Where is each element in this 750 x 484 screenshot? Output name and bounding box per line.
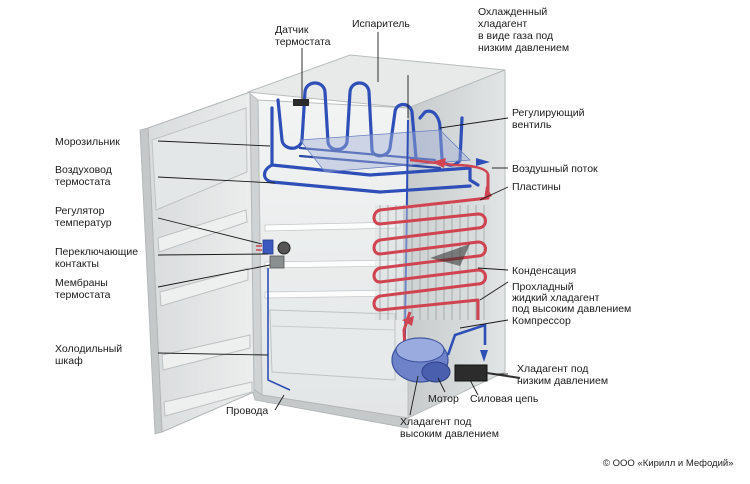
label-power-circuit: Силовая цепь	[470, 393, 539, 405]
label-fridge-cabinet: Холодильный шкаф	[55, 343, 125, 367]
door-freezer-section	[151, 107, 248, 211]
shelf-1	[264, 221, 401, 232]
fridge-door	[139, 91, 255, 435]
label-plates: Пластины	[512, 181, 561, 193]
copyright-credit: © ООО «Кирилл и Мефодий»	[603, 458, 733, 469]
door-shelf-3	[161, 334, 251, 371]
condenser-tube	[372, 173, 490, 312]
label-wires: Провода	[226, 405, 268, 417]
label-temperature-regulator: Регулятор температур	[55, 205, 112, 229]
label-cool-liquid-refrigerant: Прохладный жидкий хладагент под высоким …	[512, 281, 631, 315]
door-edge	[139, 127, 163, 435]
crisper-drawer	[269, 309, 396, 381]
label-airflow: Воздушный поток	[512, 163, 598, 175]
evaporator-coils	[262, 81, 480, 194]
label-condensation: Конденсация	[512, 265, 576, 277]
label-compressor: Компрессор	[512, 315, 571, 327]
shelf-3	[264, 289, 401, 299]
leader-lines	[157, 32, 509, 416]
door-shelf-1	[157, 209, 248, 253]
door-shelf-2	[159, 267, 249, 307]
airflow-arrows	[402, 158, 492, 362]
label-thermostat-sensor: Датчик термостата	[275, 24, 331, 48]
label-cooled-refrigerant: Охлажденный хладагент в виде газа под ни…	[478, 6, 569, 54]
label-motor: Мотор	[428, 393, 459, 405]
thermostat-control	[256, 239, 291, 391]
suction-line	[446, 323, 487, 356]
compressor	[391, 337, 521, 383]
label-low-pressure-refrigerant: Хладагент под низким давлением	[517, 363, 608, 387]
label-thermostat-membranes: Мембраны термостата	[55, 277, 111, 301]
capillary-line	[404, 119, 409, 341]
label-control-valve: Регулирующий вентиль	[512, 107, 587, 131]
cabinet-base	[251, 386, 409, 429]
label-evaporator: Испаритель	[352, 18, 410, 30]
label-freezer: Морозильник	[55, 136, 120, 148]
door-shelf-4	[163, 381, 253, 417]
label-high-pressure-refrigerant: Хладагент под высоким давлением	[400, 416, 499, 440]
condenser	[372, 158, 490, 320]
label-thermostat-duct: Воздуховод термостата	[55, 164, 115, 188]
label-switch-contacts: Переключающие контакты	[55, 246, 141, 270]
thermostat-sensor	[293, 99, 309, 106]
